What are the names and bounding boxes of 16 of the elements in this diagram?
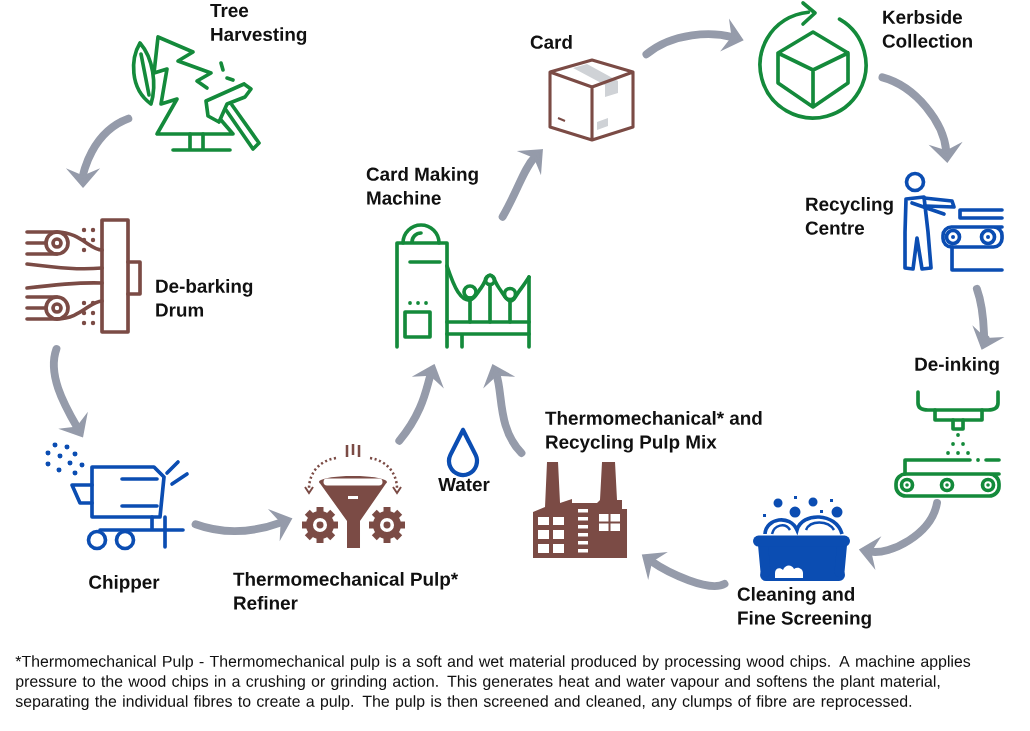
step-label: Card (530, 35, 572, 49)
step-label: Kerbside Collection (882, 10, 972, 48)
step-label: Water (438, 478, 490, 492)
step-label: Card Making Machine (366, 167, 478, 205)
step-label: Chipper (89, 575, 160, 593)
step-label: Thermomechanical Pulp* Refiner (233, 572, 459, 610)
step-label: De-barking Drum (156, 279, 253, 317)
step-label: Tree Harvesting (210, 4, 307, 45)
step-label: Thermomechanical* and Recycling Pulp Mix (545, 411, 762, 453)
arrow (878, 73, 963, 163)
arrow (972, 285, 1005, 350)
step-label: Recycling Centre (805, 197, 893, 235)
step-label: De-inking (915, 357, 999, 375)
arrow (498, 149, 543, 221)
step-label: Cleaning and Fine Screening (737, 587, 871, 629)
footnote: *Thermomechanical Pulp - Thermomechanical pulp is a soft and wet material produced by processing wood chips. A machine applies pressure to the wood chips in a crushing or grinding action. This generates heat and water vapour and softens the plant material, separating the individual fibres to create a pulp. The pulp is then screened and cleaned, any clumps of fibre are reprocessed. (15, 655, 971, 711)
